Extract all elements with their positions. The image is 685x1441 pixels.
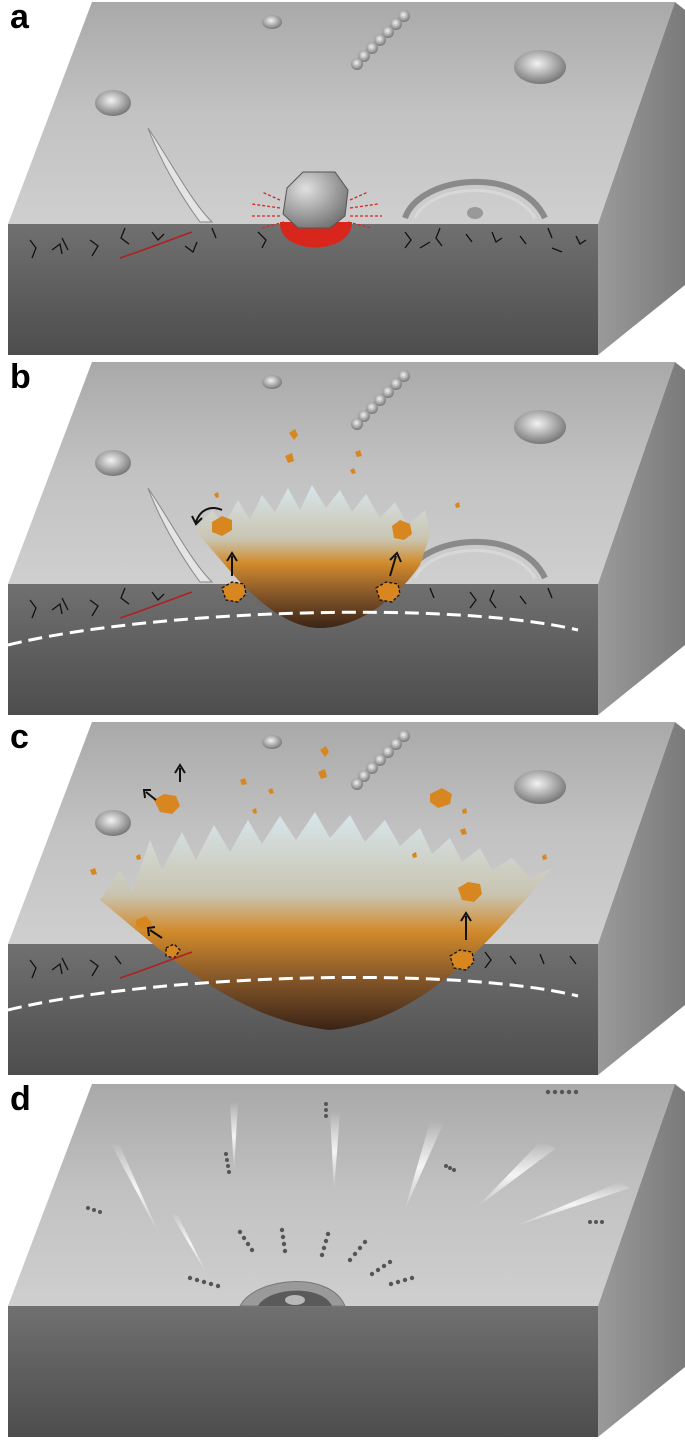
surface — [8, 362, 675, 584]
displaced-fragments — [165, 943, 475, 971]
degraded-crater-rim — [402, 178, 548, 220]
secondary-crater-rays — [86, 1089, 604, 1289]
surface-scarp — [147, 127, 214, 223]
motion-arrows — [142, 763, 472, 940]
degraded-crater-rim-inner — [413, 549, 537, 579]
displaced-fragments — [221, 581, 401, 603]
secondary-crater-chain — [351, 730, 410, 790]
small-crater — [262, 735, 282, 749]
block-diagram-a — [8, 2, 685, 355]
block-diagram-d — [8, 1084, 685, 1437]
excavation-cone — [100, 812, 552, 1030]
panel-label: d — [10, 1080, 31, 1118]
small-crater — [262, 15, 282, 29]
fault-line — [119, 591, 193, 619]
panel-b: b — [0, 360, 685, 720]
shock-boundary — [7, 610, 579, 647]
crater — [514, 410, 566, 444]
central-peak — [467, 207, 483, 219]
side-face — [598, 1084, 685, 1437]
block-diagram-b — [7, 362, 685, 715]
crater-floor-highlight — [285, 1295, 305, 1305]
side-face — [598, 722, 685, 1075]
crater — [95, 90, 131, 116]
panel-d: d — [0, 1082, 685, 1441]
side-face — [598, 2, 685, 355]
panel-c: c — [0, 720, 685, 1080]
fractures — [29, 951, 577, 979]
shock-boundary — [7, 975, 579, 1012]
panel-label: b — [10, 358, 31, 396]
front-face — [8, 1306, 598, 1437]
secondary-crater-chain — [351, 370, 410, 430]
fractures — [29, 587, 553, 619]
small-crater — [262, 375, 282, 389]
crater — [95, 810, 131, 836]
bright-ray-streaks — [110, 1102, 630, 1276]
ejecta-fragments — [90, 746, 547, 930]
crater — [514, 770, 566, 804]
degraded-crater-rim-inner — [413, 189, 537, 219]
surface — [8, 1084, 675, 1306]
fault-line — [119, 231, 193, 259]
surface — [8, 2, 675, 224]
excavation-cone — [195, 485, 430, 628]
crater — [514, 50, 566, 84]
secondary-crater-chain — [351, 10, 410, 70]
side-face — [598, 362, 685, 715]
motion-arrows — [191, 507, 402, 577]
panel-a: a — [0, 0, 685, 360]
shock-lines — [250, 191, 382, 229]
crater — [95, 450, 131, 476]
panel-label: c — [10, 718, 29, 756]
ejecta-fragments — [212, 429, 460, 540]
fault-line — [119, 951, 193, 979]
fractures — [29, 227, 587, 259]
block-diagram-c — [7, 722, 685, 1075]
panel-label: a — [10, 0, 29, 36]
impactor — [282, 171, 349, 229]
surface-scarp — [147, 487, 214, 583]
